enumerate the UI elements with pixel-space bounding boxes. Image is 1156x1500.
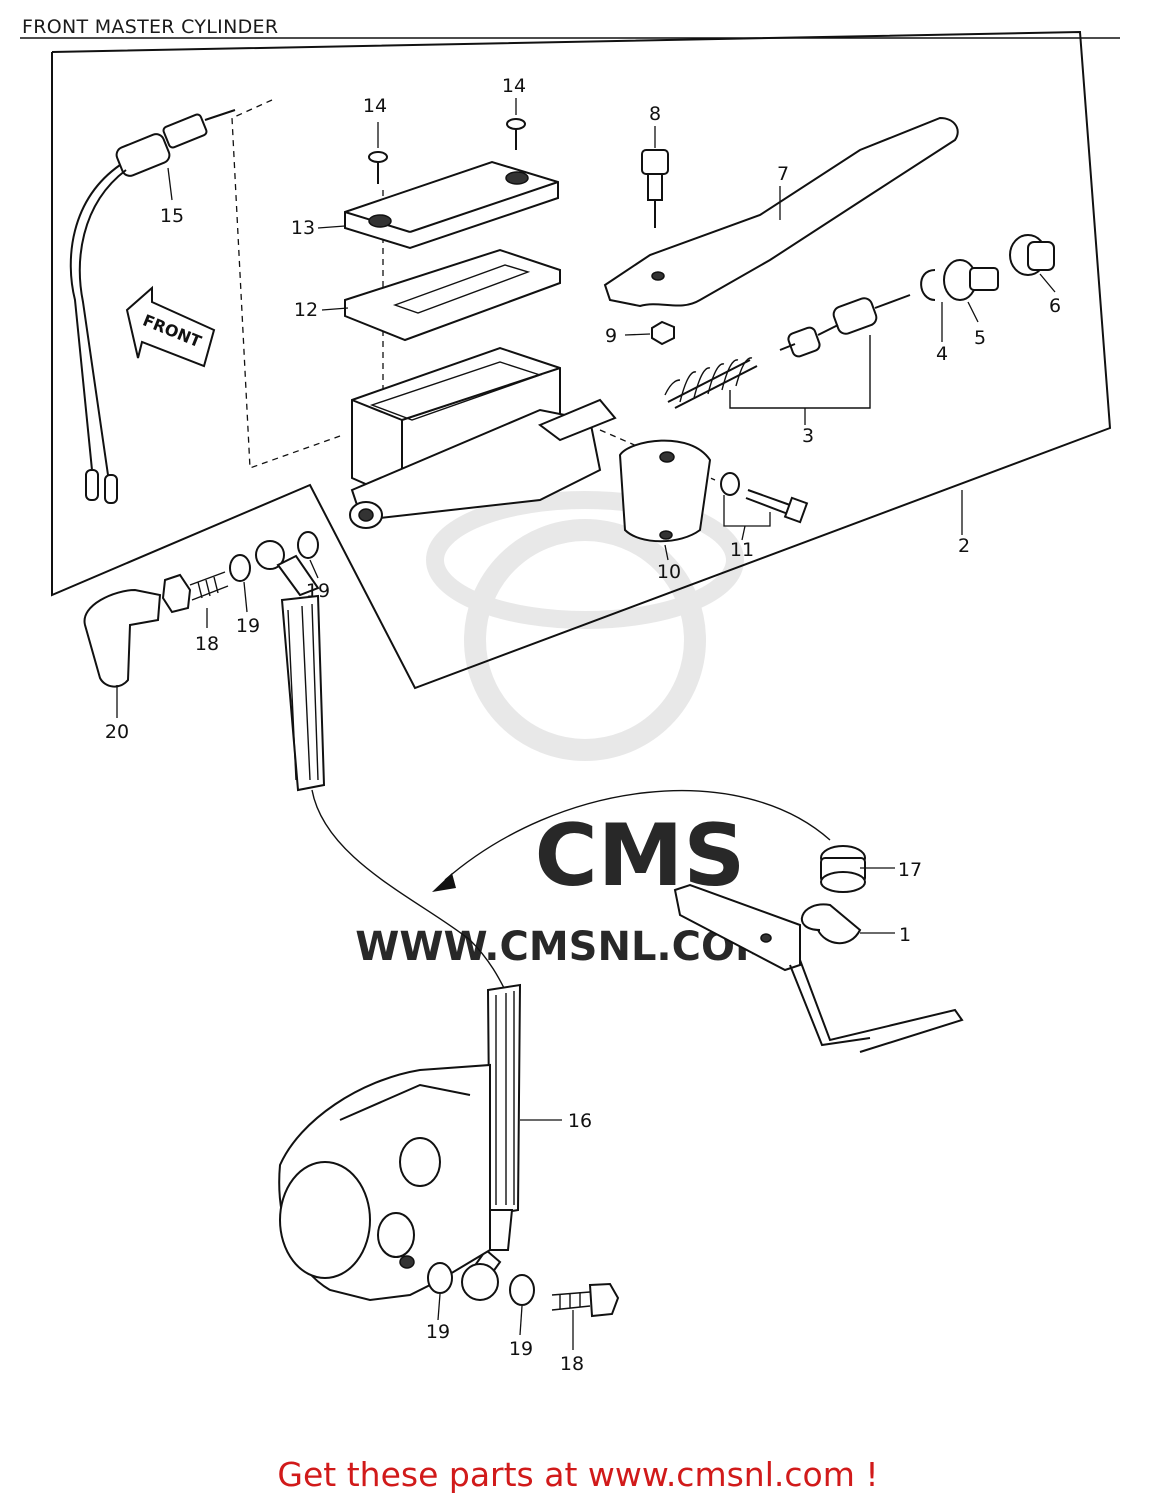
callout-1: 1 [899, 924, 911, 946]
callout-13: 13 [291, 217, 315, 239]
cap-screws [368, 118, 526, 184]
callout-8: 8 [649, 103, 661, 125]
callout-15: 15 [160, 205, 184, 227]
assembly-boundary [51, 30, 1112, 690]
brake-lever [603, 116, 959, 308]
leader-lines [116, 98, 1056, 1350]
callout-11: 11 [730, 539, 754, 561]
callout-6: 6 [1049, 295, 1061, 317]
bleeder-cap [83, 588, 162, 688]
callout-2: 2 [958, 535, 970, 557]
callout-9: 9 [605, 325, 617, 347]
callout-10: 10 [657, 561, 681, 583]
hose-continuation-line [311, 789, 506, 991]
brake-caliper [278, 1063, 491, 1302]
hose-clip [800, 903, 862, 945]
callout-19-lower-right: 19 [509, 1338, 533, 1360]
dust-cover [1009, 234, 1055, 276]
upper-banjo-bolt [161, 571, 229, 614]
lower-washers [427, 1262, 535, 1306]
upper-washers [229, 531, 319, 582]
callout-12: 12 [294, 299, 318, 321]
diagram-title: FRONT MASTER CYLINDER [22, 16, 279, 38]
hose-bracket [673, 883, 964, 1053]
callout-14-upper: 14 [363, 95, 387, 117]
front-arrow-icon: FRONT [125, 285, 216, 368]
piston-assembly [664, 294, 911, 409]
callout-14-right: 14 [502, 75, 526, 97]
reservoir-diaphragm [344, 248, 561, 342]
callout-4: 4 [936, 343, 948, 365]
callout-3: 3 [802, 425, 814, 447]
callout-19-upper-left: 19 [236, 615, 260, 637]
cms-watermark: CMS WWW.CMSNL.COM [355, 491, 775, 970]
callout-5: 5 [974, 327, 986, 349]
watermark-url: WWW.CMSNL.COM [355, 924, 775, 970]
handlebar-clamp [618, 439, 712, 543]
bracket-arrow-icon [432, 789, 831, 892]
callout-19-lower-left: 19 [426, 1321, 450, 1343]
callout-19-upper-right: 19 [306, 580, 330, 602]
clamp-bolt [720, 472, 809, 524]
master-cylinder-body [349, 346, 617, 529]
brake-light-switch [69, 109, 236, 504]
callout-17: 17 [898, 859, 922, 881]
callout-18-lower: 18 [560, 1353, 584, 1375]
lever-pivot-bolt [641, 149, 675, 346]
callout-20: 20 [105, 721, 129, 743]
watermark-brand: CMS [535, 806, 746, 906]
hose-grommet [820, 845, 866, 893]
callout-18-upper: 18 [195, 633, 219, 655]
upper-brake-hose [255, 540, 326, 792]
callout-labels: 14 14 8 7 15 13 12 9 4 5 6 3 2 11 10 19 … [105, 75, 1061, 1375]
lower-banjo-bolt [551, 1282, 620, 1318]
callout-7: 7 [777, 163, 789, 185]
footer-link[interactable]: Get these parts at www.cmsnl.com ! [277, 1455, 879, 1494]
parts-diagram: CMS WWW.CMSNL.COM FRONT [20, 30, 1120, 1375]
piston-stopper [943, 259, 999, 301]
callout-16: 16 [568, 1110, 592, 1132]
reservoir-cap [344, 160, 559, 250]
piston-circlip [920, 269, 936, 301]
